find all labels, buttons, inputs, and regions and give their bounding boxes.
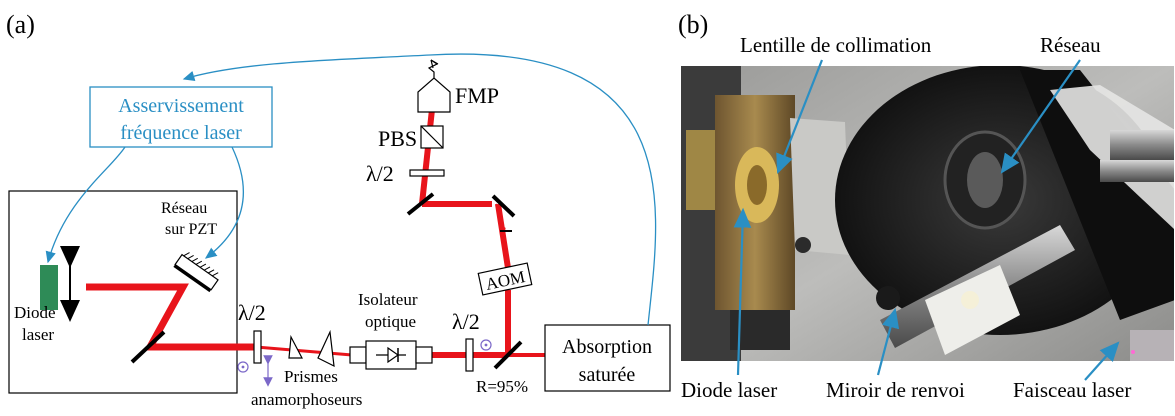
polarization-out-icon: [237, 361, 249, 373]
prism-2-icon: [317, 329, 335, 368]
saturated-absorption-box: [544, 324, 671, 392]
half-wave-3-label: λ/2: [366, 161, 394, 186]
photo-annotation-arrows: [733, 59, 1120, 381]
laser-beam: [86, 99, 545, 358]
optical-isolator: [349, 340, 433, 370]
feedback-lines: [45, 53, 657, 326]
half-wave-2-label: λ/2: [452, 309, 480, 334]
polarization-out-icon-2: [480, 339, 492, 351]
diode-label-1: Diode: [14, 303, 56, 322]
laser-housing-box: [8, 190, 238, 394]
servo-box: [89, 86, 273, 148]
pbs-label: PBS: [378, 126, 417, 151]
beamsplitter-label: R=95%: [476, 377, 528, 396]
collimation-lens-label: Lentille de collimation: [740, 33, 932, 57]
upper-mirror-left: [406, 192, 435, 216]
mirror-photo-label: Miroir de renvoi: [826, 378, 965, 402]
fmp-label: FMP: [455, 83, 499, 108]
panel-b-label: (b): [678, 10, 708, 39]
fmp-icon: [417, 59, 451, 113]
panel-b: (b): [678, 10, 1174, 402]
half-wave-plate-1: [253, 330, 262, 364]
laser-diode: [40, 265, 58, 310]
grating-icon: [173, 252, 219, 293]
servo-label-1: Asservissement: [118, 95, 244, 117]
diode-photo-label: Diode laser: [681, 378, 777, 402]
mirror-icon: [130, 330, 166, 364]
grating-label-1: Réseau: [161, 200, 207, 217]
setup-photo: [681, 66, 1174, 361]
grating-photo-label: Réseau: [1040, 33, 1101, 57]
isolator-label-1: Isolateur: [358, 290, 418, 309]
saturated-absorption-label-1: Absorption: [562, 336, 652, 358]
beam-photo-label: Faisceau laser: [1013, 378, 1131, 402]
upper-mirror-right: [491, 194, 516, 218]
saturated-absorption-label-2: saturée: [579, 364, 636, 386]
servo-label-2: fréquence laser: [120, 122, 242, 144]
beamsplitter-icon: [493, 340, 523, 370]
prism-1-icon: [288, 334, 303, 359]
half-wave-1-label: λ/2: [238, 300, 266, 325]
half-wave-plate-2: [465, 338, 474, 372]
grating-label-2: sur PZT: [165, 221, 217, 238]
isolator-label-2: optique: [365, 312, 416, 331]
diode-label-2: laser: [22, 325, 54, 344]
prisms-label-2: anamorphoseurs: [251, 390, 362, 409]
half-wave-plate-3: [409, 169, 445, 177]
panel-a: (a) Diode laser Réseau sur PZT: [6, 10, 671, 409]
aom-box: AOM: [477, 262, 533, 296]
panel-a-label: (a): [6, 10, 35, 39]
prisms-label-1: Prismes: [284, 367, 338, 386]
